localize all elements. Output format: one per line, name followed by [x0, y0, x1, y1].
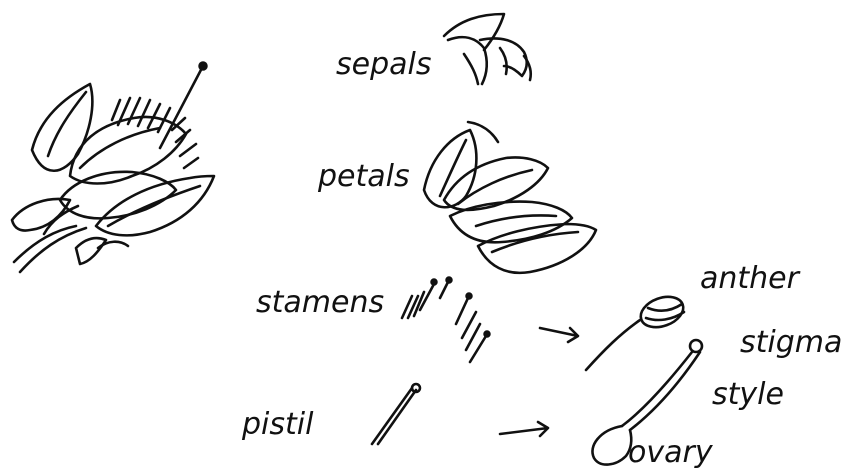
whole-flower-drawing: [12, 62, 214, 272]
label-ovary: ovary: [628, 435, 714, 470]
label-pistil: pistil: [241, 407, 314, 442]
label-anther: anther: [700, 261, 801, 296]
label-petals: petals: [317, 159, 410, 194]
stamens-drawing: [402, 277, 490, 362]
petals-drawing: [424, 122, 596, 273]
label-sepals: sepals: [336, 47, 431, 82]
label-style: style: [712, 377, 784, 412]
stamen-arrow: [540, 328, 578, 342]
label-stamens: stamens: [256, 285, 384, 320]
sepals-drawing: [444, 14, 531, 84]
stamen-detail-drawing: [586, 291, 687, 370]
pistil-small-drawing: [372, 384, 420, 444]
pistil-arrow: [500, 422, 548, 436]
label-stigma: stigma: [740, 325, 842, 360]
